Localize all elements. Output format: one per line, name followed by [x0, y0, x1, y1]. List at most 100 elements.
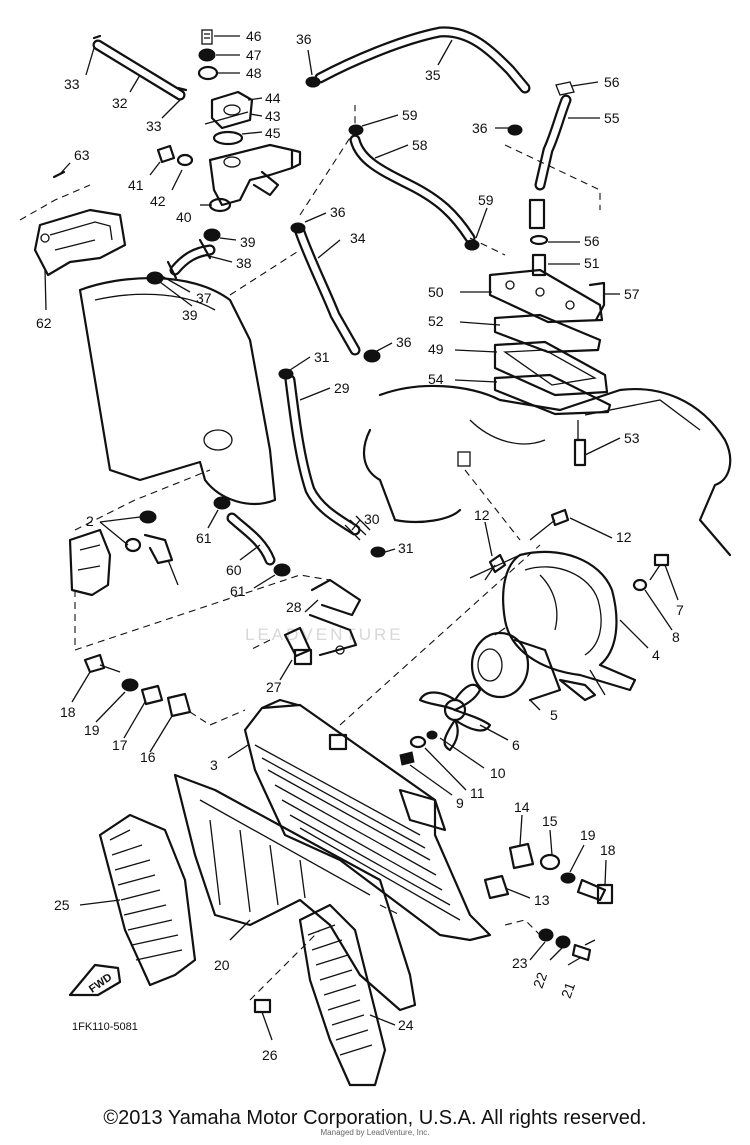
- hose-29: [278, 368, 386, 558]
- callout-29: 29: [334, 380, 350, 396]
- front-direction-arrow: FWD: [68, 963, 122, 997]
- callout-12-left: 12: [474, 507, 490, 523]
- radiator-frame: [173, 773, 417, 1012]
- hose-32: [92, 34, 188, 101]
- thermostat-housing: [52, 29, 302, 213]
- reference-lines: [19, 105, 601, 1001]
- hose-34: [290, 222, 381, 363]
- callout-56-top: 56: [604, 74, 620, 90]
- callout-labels: 46 47 48 44 43 45 33 32 33 36 35 56 55 5…: [36, 28, 684, 1063]
- callout-61-upper: 61: [196, 530, 212, 546]
- leader-lines: [44, 35, 679, 1041]
- callout-31-lower: 31: [398, 540, 414, 556]
- drawing-code: 1FK110-5081: [72, 1021, 138, 1033]
- callout-27: 27: [266, 679, 282, 695]
- radiator-outline: [78, 276, 277, 505]
- callout-31-upper: 31: [314, 349, 330, 365]
- callout-34: 34: [350, 230, 366, 246]
- callout-36-mid: 36: [330, 204, 346, 220]
- callout-59-top: 59: [402, 107, 418, 123]
- callout-55: 55: [604, 110, 620, 126]
- callout-36-lower: 36: [396, 334, 412, 350]
- callout-10: 10: [490, 765, 506, 781]
- hose-58: [348, 124, 523, 251]
- front-direction-label: FWD: [87, 971, 114, 995]
- callout-58: 58: [412, 137, 428, 153]
- callout-19-left: 19: [84, 722, 100, 738]
- callout-16: 16: [140, 749, 156, 765]
- callout-18-left: 18: [60, 704, 76, 720]
- callout-13: 13: [534, 892, 550, 908]
- callout-59-lower: 59: [478, 192, 494, 208]
- callout-2: 2: [86, 513, 94, 529]
- water-jacket-plates: [488, 234, 612, 467]
- callout-33-upper: 33: [64, 76, 80, 92]
- callout-44: 44: [265, 90, 281, 106]
- fan-shroud: [469, 550, 637, 696]
- cover-62: [33, 208, 127, 277]
- callout-50: 50: [428, 284, 444, 300]
- callout-43: 43: [265, 108, 281, 124]
- engine-block-outline: [362, 384, 732, 557]
- callout-46: 46: [246, 28, 262, 44]
- callout-45: 45: [265, 125, 281, 141]
- callout-52: 52: [428, 313, 444, 329]
- callout-48: 48: [246, 65, 262, 81]
- callout-5: 5: [550, 707, 558, 723]
- fan-blade: [418, 683, 492, 752]
- callout-62: 62: [36, 315, 52, 331]
- callout-38: 38: [236, 255, 252, 271]
- radiator-core: [243, 698, 492, 942]
- callout-41: 41: [128, 177, 144, 193]
- callout-21: 21: [558, 980, 578, 1000]
- copyright-notice: ©2013 Yamaha Motor Corporation, U.S.A. A…: [103, 1107, 647, 1129]
- callout-18-right: 18: [600, 842, 616, 858]
- fan-motor: [470, 627, 597, 702]
- callout-42: 42: [150, 193, 166, 209]
- callout-36-mid-right: 36: [472, 120, 488, 136]
- watermark: LEADVENTURE: [245, 625, 404, 644]
- callout-22: 22: [530, 970, 550, 990]
- callout-23: 23: [512, 955, 528, 971]
- callout-14: 14: [514, 799, 530, 815]
- lower-cover-24: [298, 903, 387, 1087]
- callout-53: 53: [624, 430, 640, 446]
- callout-49: 49: [428, 341, 444, 357]
- callout-9: 9: [456, 795, 464, 811]
- callout-25: 25: [54, 897, 70, 913]
- callout-37: 37: [196, 290, 212, 306]
- callout-19-right: 19: [580, 827, 596, 843]
- hose-35: [305, 26, 531, 94]
- callout-20: 20: [214, 957, 230, 973]
- hose-55: [528, 81, 575, 230]
- callout-63: 63: [74, 147, 90, 163]
- callout-36-top: 36: [296, 31, 312, 47]
- callout-39-lower: 39: [182, 307, 198, 323]
- pipe-38: [146, 228, 221, 285]
- callout-33-lower: 33: [146, 118, 162, 134]
- callout-15: 15: [542, 813, 558, 829]
- callout-4: 4: [652, 647, 660, 663]
- callout-56-lower: 56: [584, 233, 600, 249]
- callout-47: 47: [246, 47, 262, 63]
- callout-57: 57: [624, 286, 640, 302]
- callout-3: 3: [210, 757, 218, 773]
- callout-39-upper: 39: [240, 234, 256, 250]
- callout-7: 7: [676, 602, 684, 618]
- callout-60: 60: [226, 562, 242, 578]
- pipe-28: [283, 578, 362, 666]
- callout-54: 54: [428, 371, 444, 387]
- callout-6: 6: [512, 737, 520, 753]
- callout-12-right: 12: [616, 529, 632, 545]
- callout-61-lower: 61: [230, 583, 246, 599]
- callout-17: 17: [112, 737, 128, 753]
- callout-51: 51: [584, 255, 600, 271]
- callout-28: 28: [286, 599, 302, 615]
- callout-26: 26: [262, 1047, 278, 1063]
- callout-32: 32: [112, 95, 128, 111]
- callout-40: 40: [176, 209, 192, 225]
- callout-8: 8: [672, 629, 680, 645]
- credit-line: Managed by LeadVenture, Inc.: [320, 1128, 430, 1137]
- callout-30: 30: [364, 511, 380, 527]
- callout-11: 11: [470, 785, 485, 801]
